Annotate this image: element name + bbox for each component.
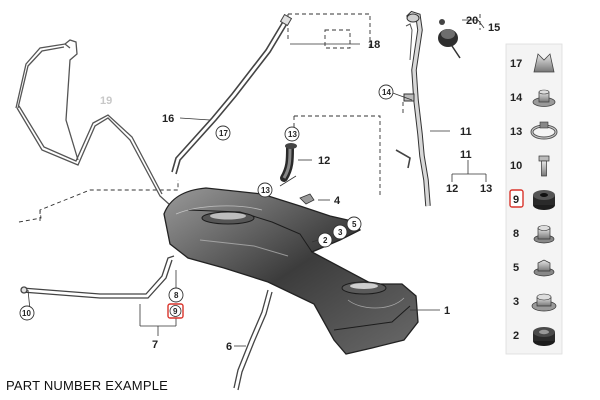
legend-row-2: 2 xyxy=(513,327,555,346)
callout-2: 2 xyxy=(323,236,328,245)
callout-13-group: 13 xyxy=(480,183,492,195)
callout-13-b: 13 xyxy=(261,186,270,195)
parts-legend-items: 17 14 13 10 9 8 5 3 2 xyxy=(509,53,558,346)
callout-13-a: 13 xyxy=(288,130,297,139)
callout-1: 1 xyxy=(444,305,450,317)
legend-row-13: 13 xyxy=(510,121,558,140)
legend-highlight-box xyxy=(509,189,524,208)
legend-row-5: 5 xyxy=(513,259,555,277)
part-7-tank-strap xyxy=(20,255,175,299)
part-12-elbow-hose xyxy=(280,143,297,182)
callout-3: 3 xyxy=(338,228,343,237)
legend-row-14: 14 xyxy=(510,89,556,107)
callout-12-group: 12 xyxy=(446,183,458,195)
callout-19: 19 xyxy=(100,95,112,107)
collar-nut-icon xyxy=(533,225,555,244)
callout-11-group: 11 xyxy=(460,149,472,161)
callout-16: 16 xyxy=(162,113,174,125)
callout-10: 10 xyxy=(22,309,31,318)
callout-labels: 16 19 18 20 15 11 11 12 13 12 4 1 6 7 xyxy=(100,15,500,353)
legend-number: 3 xyxy=(513,296,519,308)
part-1-fuel-tank xyxy=(163,187,419,355)
callout-12: 12 xyxy=(318,155,330,167)
callout-8: 8 xyxy=(174,291,179,300)
legend-row-8: 8 xyxy=(513,225,555,244)
callout-15: 15 xyxy=(488,22,500,34)
hose-clamp-icon xyxy=(530,121,558,140)
circled-callouts xyxy=(19,84,394,321)
page-caption: PART NUMBER EXAMPLE xyxy=(6,378,169,393)
callout-7: 7 xyxy=(152,339,158,351)
legend-number: 14 xyxy=(510,92,523,104)
legend-row-9: 9 xyxy=(509,189,555,210)
callout-9: 9 xyxy=(173,307,178,316)
callout-4: 4 xyxy=(334,195,341,207)
legend-row-10: 10 xyxy=(510,155,550,177)
callout-17: 17 xyxy=(219,129,228,138)
part-4-clip xyxy=(299,193,315,205)
rubber-mount-icon xyxy=(533,327,555,346)
grommet-icon xyxy=(532,89,556,107)
callout-5: 5 xyxy=(352,220,357,229)
legend-number: 10 xyxy=(510,160,522,172)
callout-6: 6 xyxy=(226,341,232,353)
washer-nut-icon xyxy=(531,293,557,312)
bolt-icon xyxy=(538,155,550,177)
part-16-breather-hose xyxy=(171,13,293,175)
part-11-filler-pipe xyxy=(395,10,431,207)
leader-lines xyxy=(27,19,487,347)
legend-number: 9 xyxy=(513,194,519,206)
callout-18: 18 xyxy=(368,39,380,51)
callout-14: 14 xyxy=(382,88,391,97)
legend-row-3: 3 xyxy=(513,293,557,312)
callout-11-pipe: 11 xyxy=(460,126,472,138)
legend-number: 2 xyxy=(513,330,519,342)
part-6-tank-strap xyxy=(233,289,273,391)
spring-clip-icon xyxy=(533,53,555,73)
callout-20: 20 xyxy=(466,15,478,27)
legend-number: 17 xyxy=(510,58,522,70)
rubber-bushing-icon xyxy=(533,190,555,210)
dashed-guide-lines xyxy=(18,13,481,223)
part-19-fuel-line xyxy=(15,39,171,206)
legend-number: 13 xyxy=(510,126,522,138)
circled-callout-texts: 17 14 13 13 2 3 5 8 10 xyxy=(22,88,391,318)
legend-number: 8 xyxy=(513,228,519,240)
legend-number: 5 xyxy=(513,262,519,274)
legend-row-17: 17 xyxy=(510,53,555,73)
part-15-filler-cap xyxy=(438,19,461,59)
hex-nut-icon xyxy=(533,259,555,277)
